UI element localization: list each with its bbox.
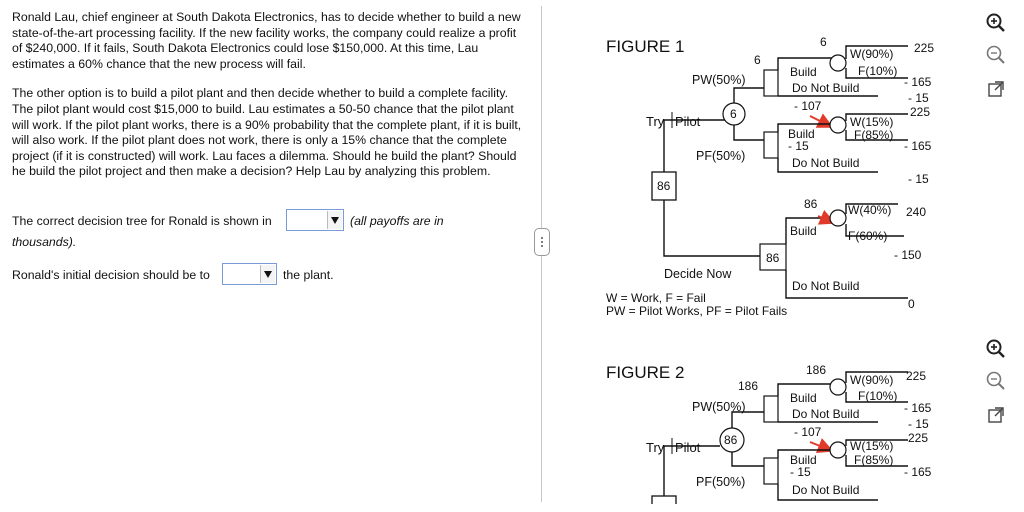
f10-label-2: F(10%)	[858, 389, 897, 403]
pw-label: PW(50%)	[692, 73, 745, 87]
pf-label-2: PF(50%)	[696, 475, 745, 489]
pf-label: PF(50%)	[696, 149, 745, 163]
chevron-down-icon	[260, 265, 275, 283]
build-node-value-2: 186	[806, 363, 826, 377]
pw-label-2: PW(50%)	[692, 400, 745, 414]
decide-now-label: Decide Now	[664, 267, 732, 281]
zoom-out-icon[interactable]	[985, 370, 1007, 392]
w40-label: W(40%)	[848, 203, 891, 217]
payoff-m15-a: - 15	[908, 91, 929, 105]
question-1-suffix-2: thousands).	[12, 235, 77, 249]
decide-now-node	[759, 243, 787, 271]
resize-handle[interactable]	[534, 228, 550, 256]
build-label-2-1: Build	[790, 391, 817, 405]
open-external-icon[interactable]	[985, 404, 1007, 426]
payoff-m165-a-2: - 165	[904, 401, 932, 415]
open-external-icon[interactable]	[985, 78, 1007, 100]
decision-select-dropdown[interactable]	[222, 263, 277, 285]
w15-label-2: W(15%)	[850, 439, 893, 453]
payoff-m150: - 150	[894, 248, 922, 262]
payoff-m165-a: - 165	[904, 75, 932, 89]
w90-label: W(90%)	[850, 47, 893, 61]
problem-paragraph-1: Ronald Lau, chief engineer at South Dako…	[12, 10, 521, 71]
payoff-m165-b-2: - 165	[904, 465, 932, 479]
payoff-m165-b: - 165	[904, 139, 932, 153]
question-2-prefix: Ronald's initial decision should be to	[12, 268, 210, 282]
w15-label: W(15%)	[850, 115, 893, 129]
build-label-2: Build	[788, 127, 815, 141]
pilot-chance-value-2: 86	[724, 433, 738, 447]
legend-line-2: PW = Pilot Works, PF = Pilot Fails	[606, 304, 787, 318]
w90-label-2: W(90%)	[850, 373, 893, 387]
payoff-zero: 0	[908, 297, 915, 311]
problem-paragraph-2: The other option is to build a pilot pla…	[12, 86, 522, 179]
payoff-m15-b-2: - 15	[790, 465, 811, 479]
pilot-chance-value: 6	[730, 107, 737, 121]
f60-label: F(60%)	[848, 229, 887, 243]
do-not-build-1: Do Not Build	[792, 81, 859, 95]
try-label-2: Try	[646, 440, 665, 455]
try-label: Try	[646, 114, 665, 129]
pw-node-value: 6	[754, 53, 761, 67]
figure-1-title: FIGURE 1	[606, 37, 684, 56]
pw-node-value-2: 186	[738, 379, 758, 393]
decide-now-value: 86	[766, 251, 780, 265]
do-not-build-3: Do Not Build	[792, 279, 859, 293]
pf-build-value: - 107	[794, 99, 822, 113]
do-not-build-2: Do Not Build	[792, 156, 859, 170]
legend-line-1: W = Work, F = Fail	[606, 291, 706, 305]
figure-1-decision-tree: FIGURE 1 86 6 Try Pilot PW(50%) 6 Build …	[606, 35, 934, 318]
build-label-3: Build	[790, 224, 817, 238]
zoom-in-icon[interactable]	[985, 12, 1007, 34]
pilot-label-2: Pilot	[675, 440, 701, 455]
pw-decision-node	[763, 69, 779, 97]
payoff-225-b-2: 225	[908, 431, 928, 445]
payoff-m15-c: - 15	[908, 172, 929, 186]
do-not-build-2-1: Do Not Build	[792, 407, 859, 421]
pilot-label: Pilot	[675, 114, 701, 129]
build-label-1: Build	[790, 65, 817, 79]
f10-label: F(10%)	[858, 64, 897, 78]
build-node-value-3: 86	[804, 197, 818, 211]
question-2-suffix: the plant.	[283, 268, 334, 282]
f85-label: F(85%)	[854, 128, 893, 142]
problem-text: Ronald Lau, chief engineer at South Dako…	[12, 10, 522, 194]
chevron-down-icon	[327, 211, 342, 229]
payoff-m15-b: - 15	[788, 139, 809, 153]
payoff-225-a: 225	[914, 41, 934, 55]
question-1-suffix: (all payoffs are in	[350, 214, 444, 228]
zoom-in-icon[interactable]	[985, 338, 1007, 360]
f85-label-2: F(85%)	[854, 453, 893, 467]
figure-2-decision-tree: FIGURE 2 86 Try Pilot PW(50%) 186 Build …	[606, 363, 932, 504]
zoom-out-icon[interactable]	[985, 44, 1007, 66]
payoff-240: 240	[906, 205, 926, 219]
question-1-prefix: The correct decision tree for Ronald is …	[12, 214, 272, 228]
build-label-2-2: Build	[790, 453, 817, 467]
payoff-225-b: 225	[910, 105, 930, 119]
figure-select-dropdown[interactable]	[286, 209, 344, 231]
do-not-build-2-2: Do Not Build	[792, 483, 859, 497]
payoff-m15-a-2: - 15	[908, 417, 929, 431]
build-node-value-1: 6	[820, 35, 827, 49]
root-value: 86	[657, 179, 671, 193]
payoff-225-a-2: 225	[906, 369, 926, 383]
pf-build-value-2: - 107	[794, 425, 822, 439]
pf-decision-node	[763, 131, 779, 159]
figure-2-title: FIGURE 2	[606, 363, 684, 382]
